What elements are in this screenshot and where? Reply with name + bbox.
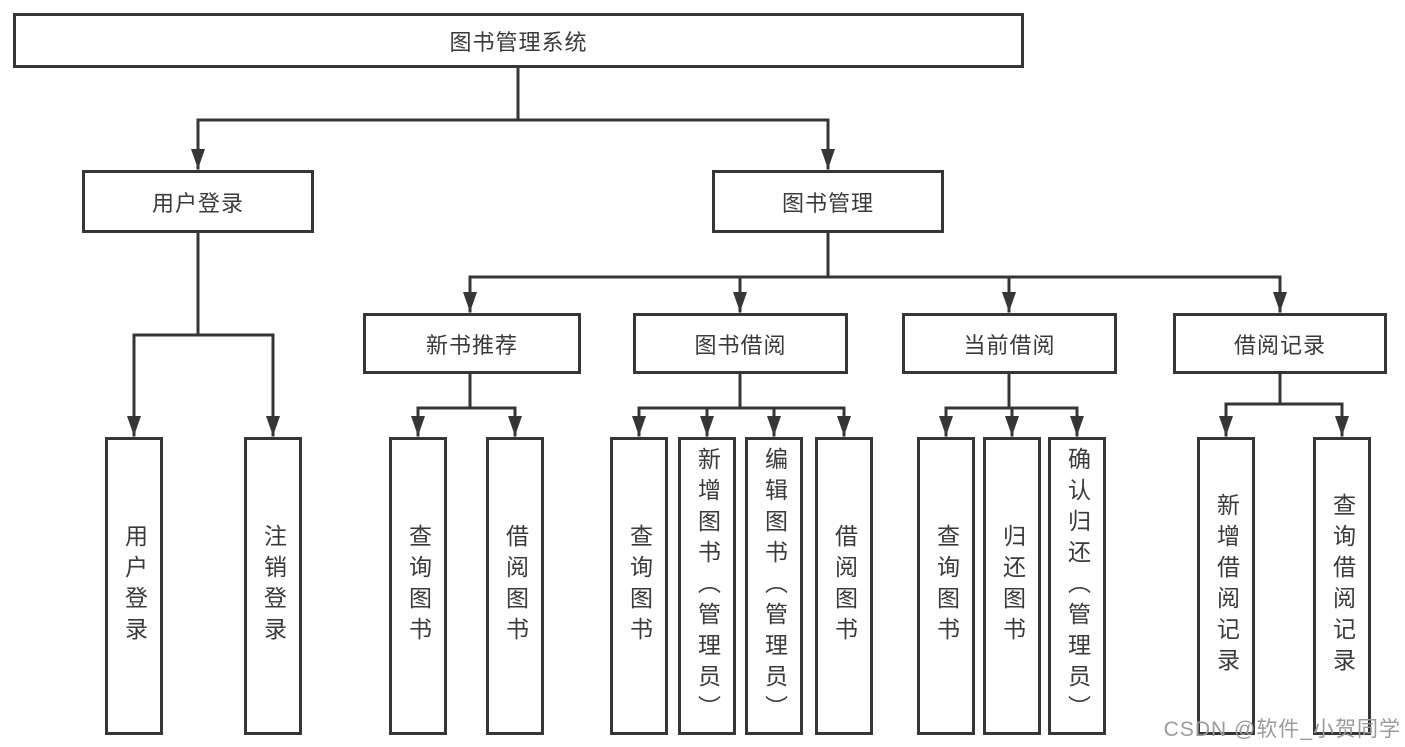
leaf-confirm-return-admin: 确认归还（管理员） bbox=[1048, 437, 1106, 735]
leaf-label: 新增借阅记录 bbox=[1213, 493, 1240, 679]
leaf-add-book-admin: 新增图书（管理员） bbox=[678, 437, 736, 735]
node-current-borrowing: 当前借阅 bbox=[902, 313, 1117, 374]
leaf-label: 查询图书 bbox=[405, 524, 432, 648]
node-borrowing-records: 借阅记录 bbox=[1173, 313, 1387, 374]
leaf-query-borrowing-record: 查询借阅记录 bbox=[1313, 437, 1371, 735]
leaf-label: 确认归还（管理员） bbox=[1064, 446, 1091, 726]
leaf-label: 借阅图书 bbox=[502, 524, 529, 648]
node-user-login: 用户登录 bbox=[82, 170, 314, 233]
node-label: 图书管理 bbox=[781, 190, 874, 216]
node-book-management: 图书管理 bbox=[712, 170, 944, 233]
node-book-borrowing: 图书借阅 bbox=[633, 313, 848, 374]
leaf-label: 查询借阅记录 bbox=[1329, 493, 1356, 679]
leaf-label: 新增图书（管理员） bbox=[694, 446, 721, 726]
leaf-return-books: 归还图书 bbox=[983, 437, 1041, 735]
connector-borrow-records-children bbox=[1219, 372, 1349, 437]
leaf-borrow-books-borrowing: 借阅图书 bbox=[815, 437, 873, 735]
node-new-book-recommendation: 新书推荐 bbox=[363, 313, 581, 374]
leaf-label: 借阅图书 bbox=[831, 524, 858, 648]
leaf-label: 查询图书 bbox=[933, 524, 960, 648]
leaf-label: 注销登录 bbox=[260, 524, 287, 648]
connector-root-to-level2 bbox=[191, 66, 835, 170]
node-label: 借阅记录 bbox=[1233, 332, 1326, 358]
leaf-query-books-recommend: 查询图书 bbox=[389, 437, 447, 735]
leaf-borrow-books-recommend: 借阅图书 bbox=[486, 437, 544, 735]
leaf-label: 查询图书 bbox=[626, 524, 653, 648]
connector-current-borrow-children bbox=[939, 372, 1084, 437]
connector-new-book-children bbox=[411, 372, 522, 437]
connector-book-borrow-children bbox=[632, 372, 851, 437]
node-label: 图书借阅 bbox=[694, 332, 787, 358]
node-library-management-system: 图书管理系统 bbox=[13, 13, 1024, 68]
leaf-logout: 注销登录 bbox=[244, 437, 302, 735]
connector-book-mgmt-children bbox=[463, 231, 1287, 313]
leaf-label: 归还图书 bbox=[999, 524, 1026, 648]
leaf-label: 用户登录 bbox=[121, 524, 148, 648]
connector-user-login-children bbox=[127, 231, 280, 437]
leaf-user-login: 用户登录 bbox=[105, 437, 163, 735]
node-label: 图书管理系统 bbox=[449, 29, 588, 55]
node-label: 新书推荐 bbox=[425, 332, 518, 358]
csdn-watermark: CSDN @软件_小贺同学 bbox=[1163, 718, 1401, 741]
node-label: 当前借阅 bbox=[963, 332, 1056, 358]
leaf-query-books-borrowing: 查询图书 bbox=[610, 437, 668, 735]
leaf-edit-book-admin: 编辑图书（管理员） bbox=[745, 437, 803, 735]
leaf-label: 编辑图书（管理员） bbox=[761, 446, 788, 726]
leaf-query-books-current: 查询图书 bbox=[917, 437, 975, 735]
node-label: 用户登录 bbox=[151, 190, 244, 216]
leaf-add-borrowing-record: 新增借阅记录 bbox=[1197, 437, 1255, 735]
